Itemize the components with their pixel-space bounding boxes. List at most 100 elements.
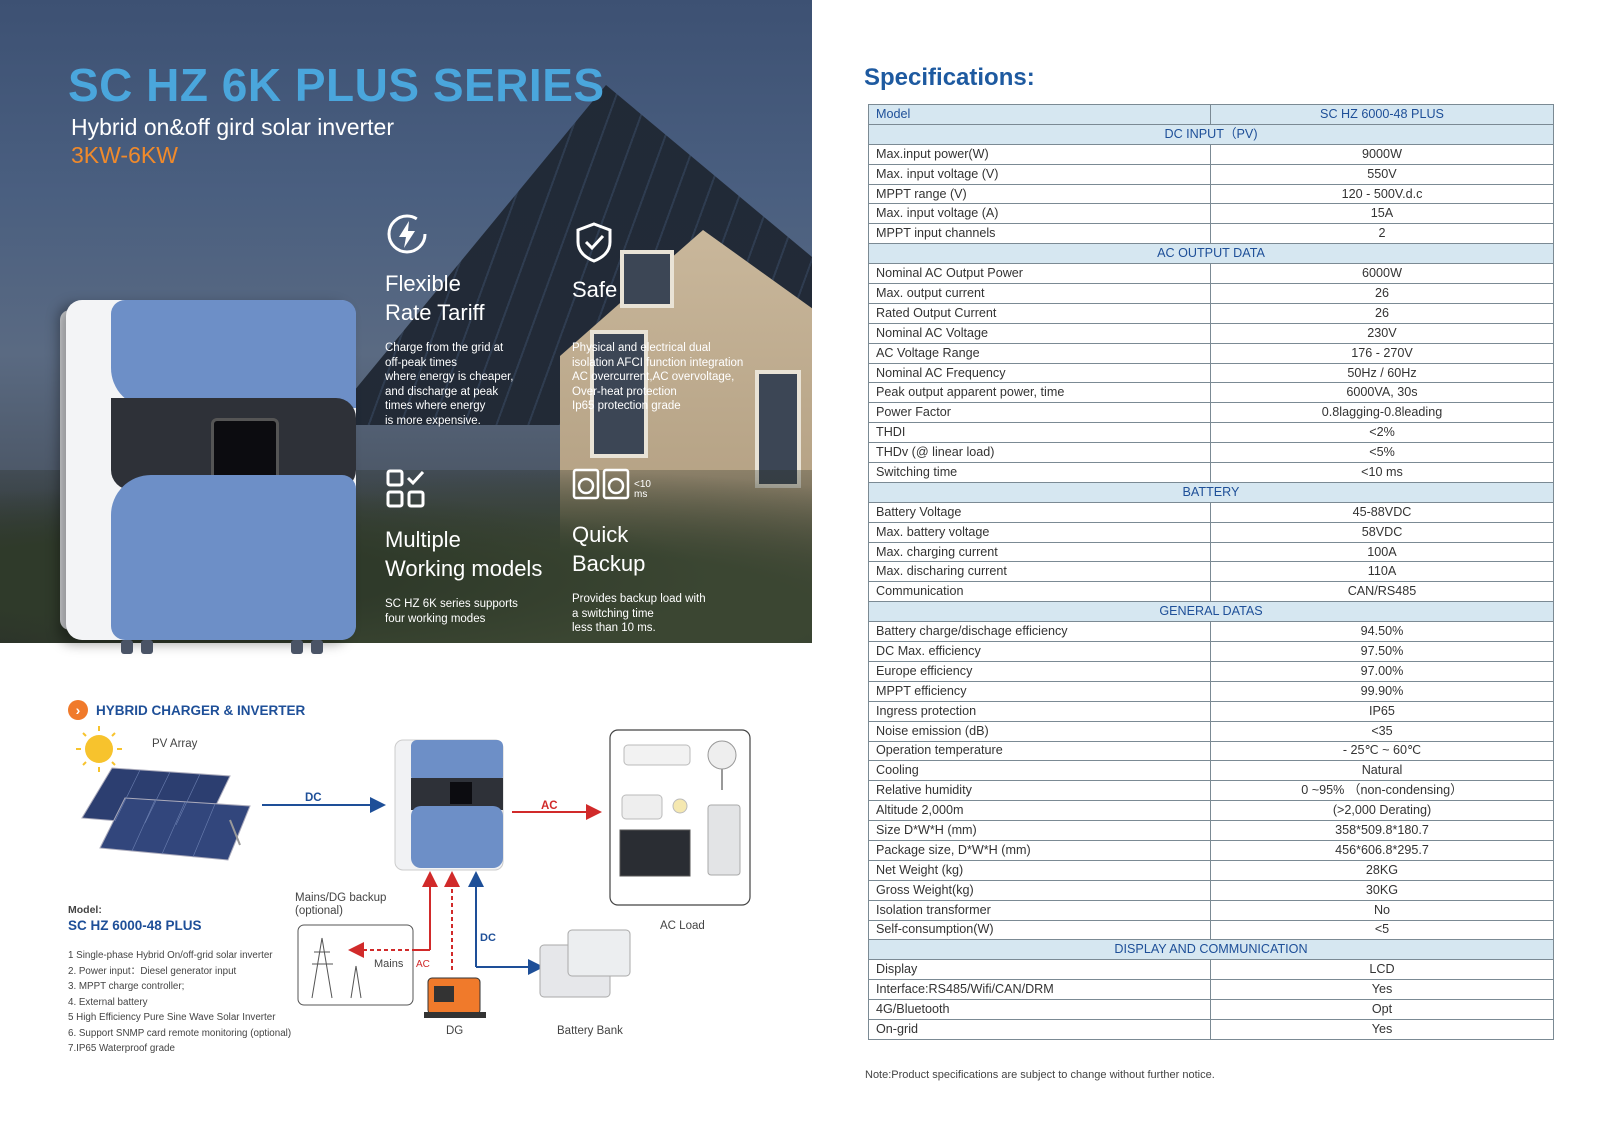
feature-description: Provides backup load with a switching ti… [572,592,706,636]
table-row: Gross Weight(kg)30KG [868,879,1554,901]
shield-check-icon [576,222,612,263]
spec-value: 99.90% [1210,680,1554,702]
specifications-note: Note:Product specifications are subject … [865,1069,1215,1081]
system-diagram [76,726,751,1018]
feature-list-item: 4. External battery [68,996,148,1008]
spec-value: IP65 [1210,700,1554,722]
table-row: Max. input voltage (A)15A [868,203,1554,225]
spec-label: Ingress protection [868,700,1211,722]
spec-value: 97.00% [1210,660,1554,682]
feature-desc-line: AC overcurrent,AC overvoltage, [572,371,735,383]
table-row: Operation temperature- 25℃ ~ 60℃ [868,740,1554,762]
battery-bank-label: Battery Bank [557,1025,623,1037]
feature-desc-line: Charge from the grid at [385,342,504,354]
table-row: MPPT range (V)120 - 500V.d.c [868,183,1554,205]
ac-small-label: AC [416,959,430,970]
mains-backup-line: Mains/DG backup [295,892,387,904]
feature-title: Safe [572,277,618,302]
feature-list: 1 Single-phase Hybrid On/off-grid solar … [68,948,291,1057]
spec-label: Switching time [868,462,1211,483]
light-bulb-icon [672,798,688,814]
feature-list-item: 3. MPPT charge controller; [68,981,185,992]
spec-label: Max.input power(W) [868,143,1211,165]
switch-time-label: <10 ms [634,479,651,500]
diesel-generator-icon [424,977,486,1018]
spec-label: DC Max. efficiency [868,641,1211,662]
spec-label: Isolation transformer [868,899,1211,921]
switch-timer-icon [572,468,630,500]
feature-title-line: Multiple [385,527,461,552]
hero-power-range: 3KW-6KW [71,142,178,168]
inverter-product-image [60,300,358,655]
spec-value: 110A [1210,561,1554,583]
spec-label: Display [868,959,1211,981]
spec-value: 550V [1210,163,1554,185]
spec-label: Peak output apparent power, time [868,382,1211,404]
spec-value: 456*606.8*295.7 [1210,839,1554,861]
spec-value: 176 - 270V [1210,342,1554,364]
spec-value: <2% [1210,422,1554,444]
section-heading: DC INPUT（PV) [868,123,1554,145]
section-heading: DISPLAY AND COMMUNICATION [868,939,1554,961]
spec-label: Net Weight (kg) [868,859,1211,881]
refrigerator-icon [707,804,741,876]
spec-value: 15A [1210,203,1554,225]
header-cell: SC HZ 6000-48 PLUS [1210,104,1554,125]
section-heading: AC OUTPUT DATA [868,243,1554,265]
section-title: HYBRID CHARGER & INVERTER [96,702,306,718]
spec-value: 0 ~95% （non-condensing） [1210,780,1554,802]
spec-label: MPPT input channels [868,223,1211,245]
table-row: Package size, D*W*H (mm)456*606.8*295.7 [868,839,1554,861]
spec-label: Max. battery voltage [868,521,1211,543]
spec-label: Rated Output Current [868,302,1211,324]
spec-label: Max. output current [868,283,1211,304]
ac-label: AC [541,800,558,812]
feature-list-item: 6. Support SNMP card remote monitoring (… [68,1027,292,1039]
water-heater-icon [621,794,663,820]
television-icon [619,829,691,877]
spec-value: 50Hz / 60Hz [1210,362,1554,384]
spec-value: <5% [1210,442,1554,464]
feature-description: SC HZ 6K series supports four working mo… [385,597,542,626]
spec-label: Europe efficiency [868,660,1211,682]
table-row: THDI<2% [868,422,1554,444]
mains-backup-label: Mains/DG backup (optional) [295,892,386,918]
feature-desc-line: isolation AFCI function integration [572,356,744,369]
spec-value: - 25℃ ~ 60℃ [1210,740,1554,762]
table-row: Self-consumption(W)<5 [868,919,1554,941]
feature-desc-line: and discharge at peak [385,385,499,398]
spec-label: Interface:RS485/Wifi/CAN/DRM [868,979,1211,1001]
mains-grid-box [297,924,414,1006]
spec-label: Gross Weight(kg) [868,879,1211,901]
feature-title-line: Working models [385,556,543,581]
ac-load-label: AC Load [660,920,705,932]
table-header-row: Model SC HZ 6000-48 PLUS [868,104,1554,125]
spec-value: 26 [1210,283,1554,304]
feature-desc-line: Physical and electrical dual [572,342,711,354]
house-window [590,330,648,458]
dc-label: DC [305,792,322,804]
feature-title-line: Quick [572,522,629,547]
inverter-port [311,640,323,654]
spec-value: 0.8lagging-0.8leading [1210,402,1554,424]
feature-title-line: Backup [572,551,646,576]
inverter-port [141,640,153,654]
feature-desc-line: four working modes [385,612,486,625]
spec-label: Cooling [868,760,1211,782]
table-section-row: AC OUTPUT DATA [868,243,1554,265]
table-section-row: DISPLAY AND COMMUNICATION [868,939,1554,961]
house-window [755,370,801,488]
